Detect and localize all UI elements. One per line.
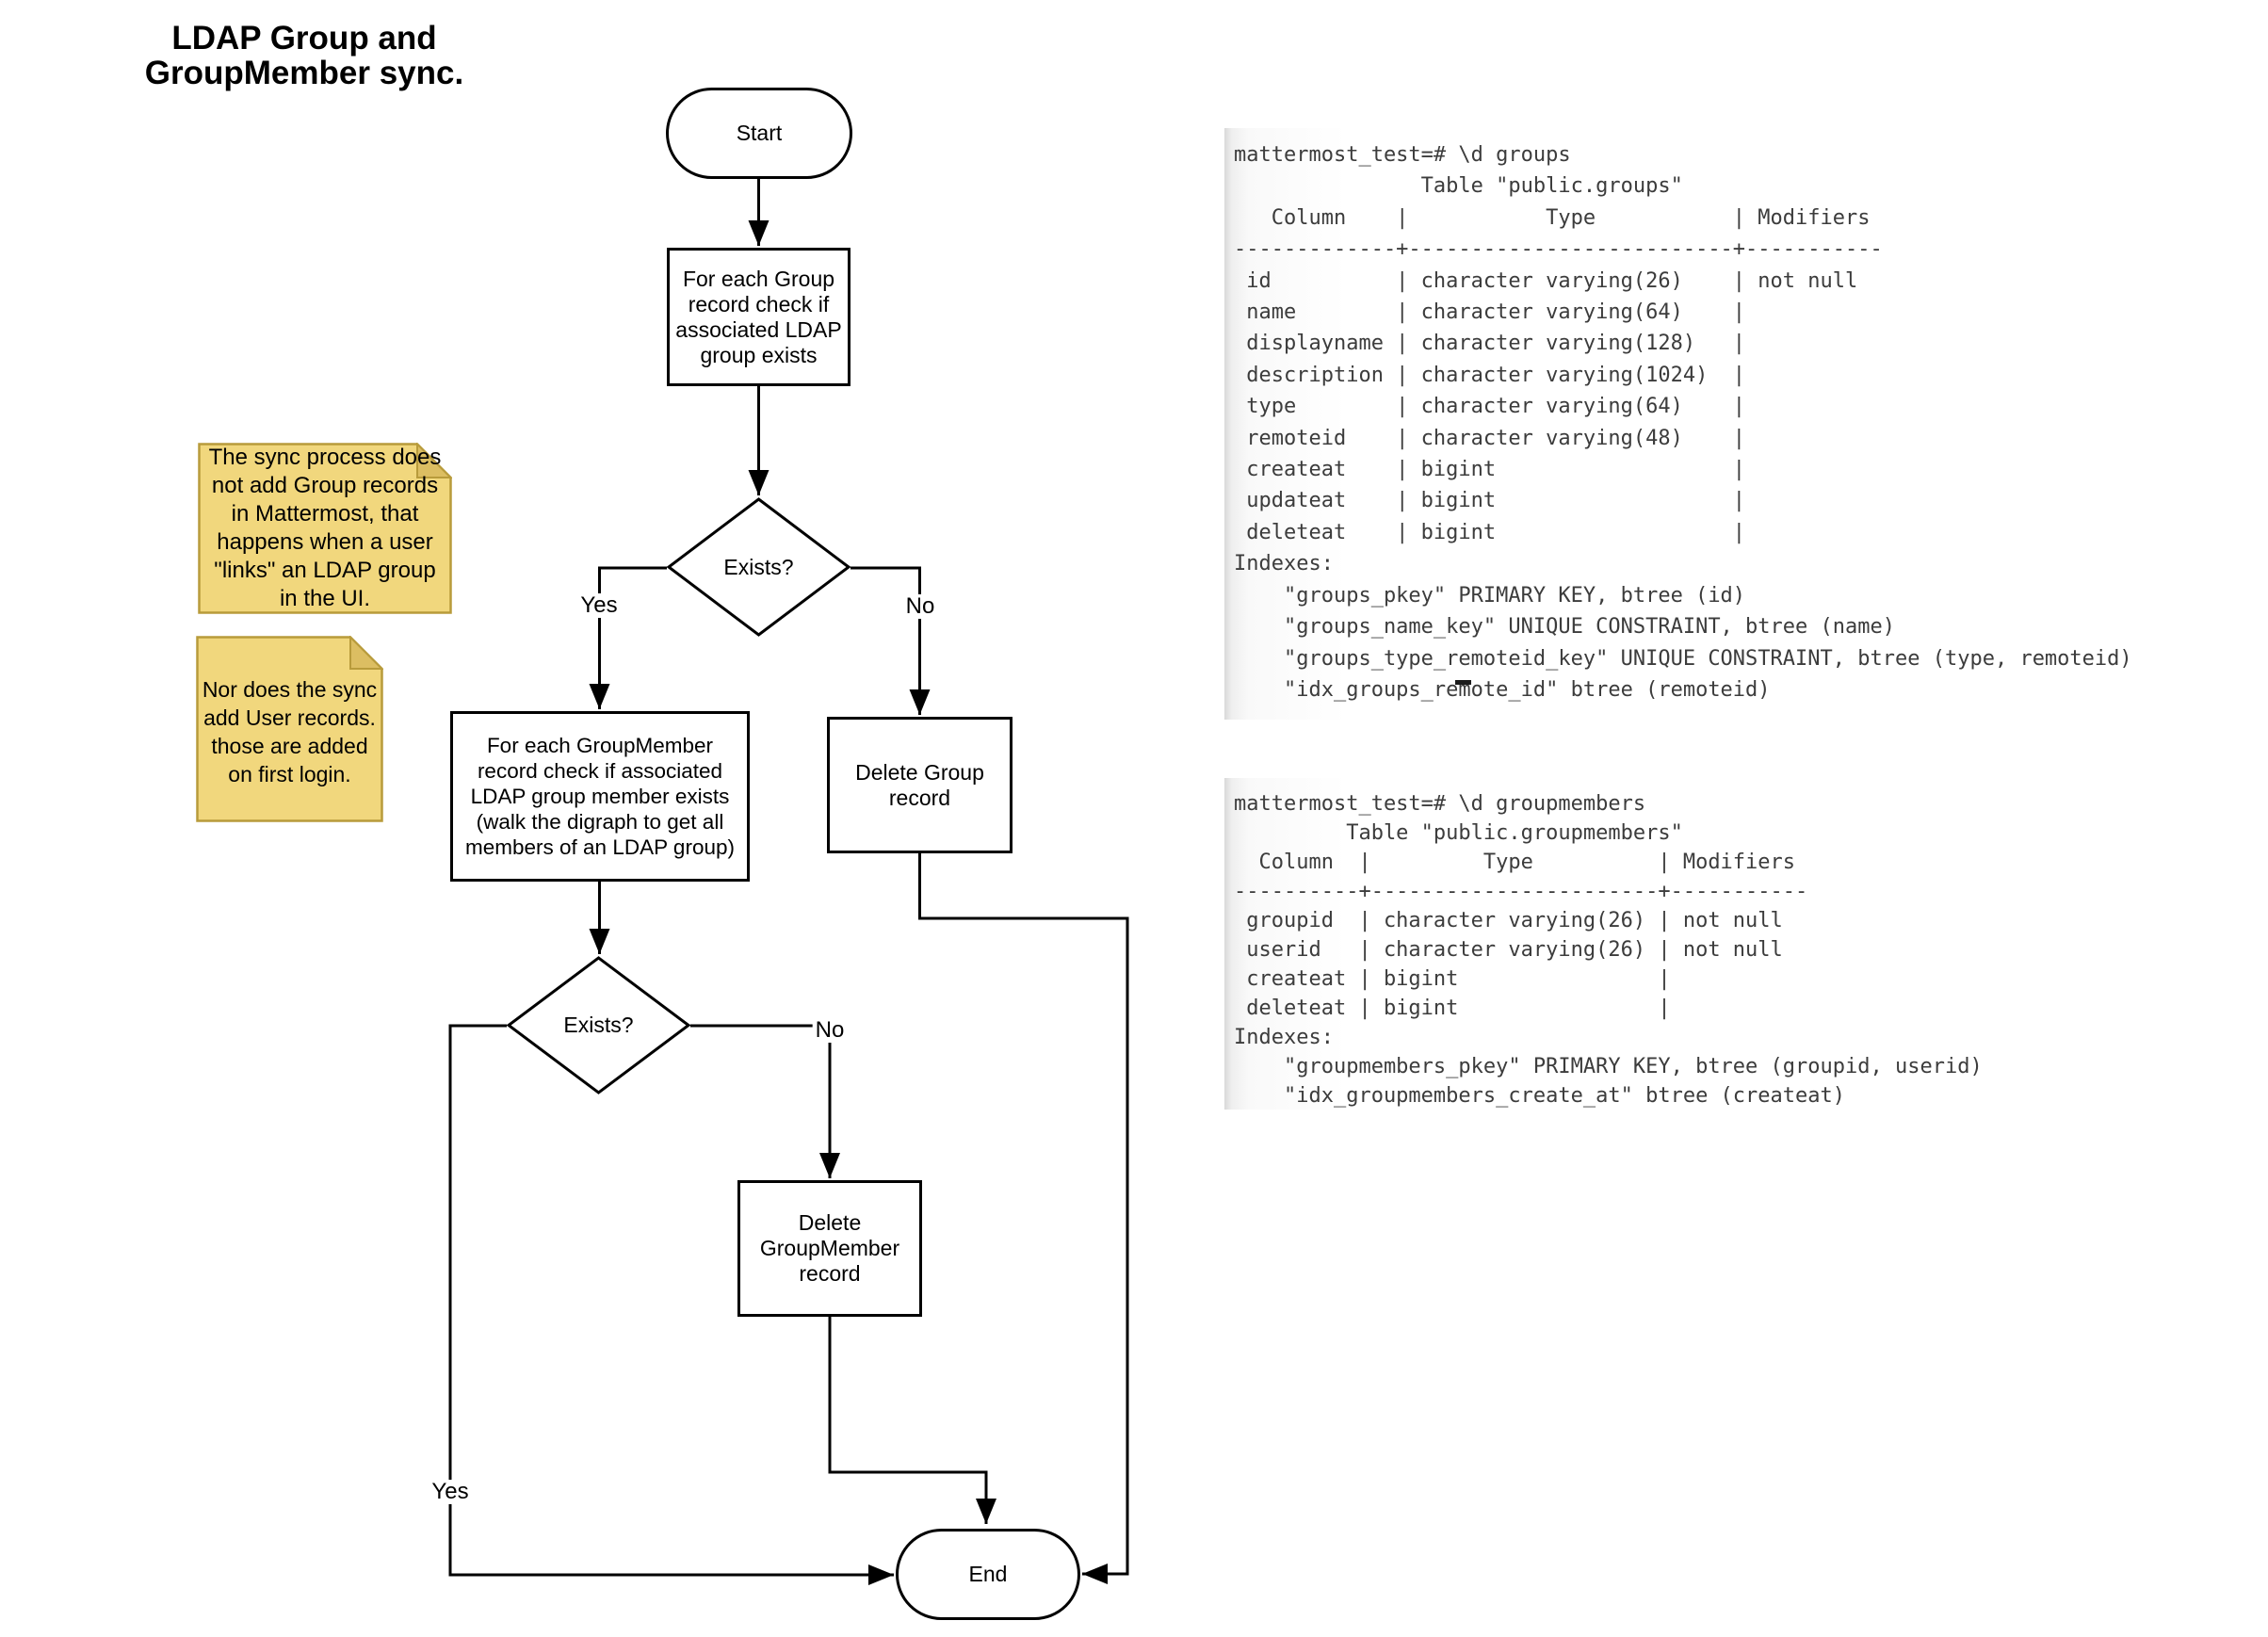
psql-groups-table-output: mattermost_test=# \d groups Table "publi… — [1224, 128, 2209, 720]
diagram-title: LDAP Group and GroupMember sync. — [144, 20, 464, 91]
check-groupmember-process: For each GroupMember record check if ass… — [450, 711, 750, 882]
diamond-shape — [667, 497, 850, 637]
group-exists-label: Exists? — [723, 554, 794, 579]
end-label: End — [968, 1562, 1008, 1586]
groupmember-exists-label: Exists? — [563, 1013, 634, 1037]
folded-corner — [416, 443, 452, 478]
sticky-note-group-sync: The sync process does not add Group reco… — [198, 443, 452, 614]
edge-group-no — [850, 566, 931, 715]
end-node: End — [896, 1529, 1080, 1620]
sticky-note-text: Nor does the sync add User records. thos… — [202, 677, 378, 786]
group-yes-label: Yes — [577, 593, 621, 618]
start-label: Start — [736, 121, 783, 145]
edge-group-yes — [589, 566, 667, 709]
diamond-shape — [507, 956, 690, 1094]
edge-delete-group-to-end — [918, 853, 1129, 1584]
delete-groupmember-label: Delete GroupMember record — [759, 1210, 900, 1286]
edge-delete-groupmember-to-end — [828, 1317, 996, 1524]
stray-dash-mark — [1455, 680, 1471, 685]
groupmember-exists-decision: Exists? — [507, 956, 690, 1094]
group-no-label: No — [902, 594, 938, 619]
sticky-note-user-sync: Nor does the sync add User records. thos… — [196, 636, 383, 822]
folded-corner — [349, 636, 383, 670]
groupmember-no-label: No — [812, 1018, 848, 1043]
delete-group-label: Delete Group record — [855, 759, 984, 810]
group-exists-decision: Exists? — [667, 497, 850, 637]
sticky-note-shape — [198, 443, 452, 614]
start-node: Start — [666, 88, 852, 179]
check-groupmember-label: For each GroupMember record check if ass… — [465, 734, 735, 859]
delete-groupmember-process: Delete GroupMember record — [737, 1180, 922, 1317]
check-group-label: For each Group record check if associate… — [675, 266, 842, 367]
sticky-note-text: The sync process does not add Group reco… — [208, 445, 442, 611]
edge-groupmember-yes — [448, 1024, 894, 1585]
sticky-note-shape — [196, 636, 383, 822]
edge-groupmember-no — [690, 1024, 840, 1178]
check-group-process: For each Group record check if associate… — [667, 248, 850, 386]
psql-groupmembers-table-output: mattermost_test=# \d groupmembers Table … — [1224, 778, 1987, 1110]
groupmember-yes-label: Yes — [429, 1480, 472, 1504]
delete-group-process: Delete Group record — [827, 717, 1012, 853]
